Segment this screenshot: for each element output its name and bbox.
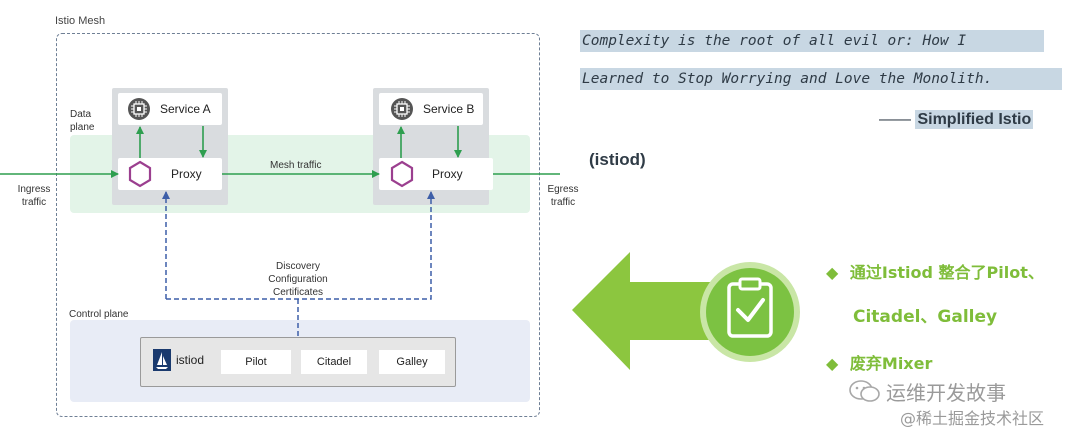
- wechat-icon: [849, 380, 880, 402]
- left-arrow-shape: [572, 252, 768, 370]
- mesh-traffic-label: Mesh traffic: [270, 160, 322, 171]
- control-flow-label: Discovery Configuration Certificates: [268, 261, 328, 298]
- big-arrow-graphic: [572, 252, 800, 370]
- data-plane-label: Data plane: [70, 109, 95, 133]
- istiod-label: istiod: [176, 353, 205, 367]
- attribution-dash: ——: [879, 111, 911, 128]
- proxy-a-label: Proxy: [171, 167, 202, 181]
- ingress-label: Ingress traffic: [17, 184, 51, 208]
- citadel-chip: Citadel: [301, 350, 367, 374]
- control-to-proxy-b-line: [166, 191, 435, 300]
- sail-icon: [153, 349, 171, 371]
- hexagon-icon-b: [390, 160, 414, 188]
- quote-line-2: Learned to Stop Worrying and Love the Mo…: [580, 68, 1062, 90]
- attribution: —— Simplified Istio: [879, 110, 1034, 129]
- control-plane-label: Control plane: [69, 309, 129, 320]
- quote-line-1: Complexity is the root of all evil or: H…: [580, 30, 1044, 52]
- bullet-1: ◆ 通过Istiod 整合了Pilot、: [826, 259, 1044, 283]
- istio-mesh-label: Istio Mesh: [55, 15, 106, 27]
- egress-label: Egress traffic: [547, 184, 579, 208]
- pilot-chip: Pilot: [221, 350, 291, 374]
- watermark-line-2: @稀土掘金技术社区: [900, 409, 1045, 428]
- bullet-1-line-2: Citadel、Galley: [853, 307, 998, 327]
- bullet-marker-2: ◆: [826, 354, 839, 373]
- proxy-a-card: [118, 158, 222, 190]
- bullet-1-line-1: 通过Istiod 整合了Pilot、: [849, 263, 1044, 282]
- bullet-2-text: 废弃Mixer: [849, 354, 933, 373]
- attribution-sub: (istiod): [589, 150, 646, 169]
- istio-mesh-boundary: [56, 33, 540, 417]
- proxy-b-label: Proxy: [432, 167, 463, 181]
- service-a-label: Service A: [160, 102, 211, 116]
- service-b-label: Service B: [423, 102, 475, 116]
- clipboard-check-icon: [727, 277, 773, 338]
- diagram-connectors: [0, 98, 560, 337]
- chip-icon-a: [128, 98, 150, 120]
- attribution-title: Simplified Istio: [915, 110, 1034, 129]
- hexagon-icon-a: [128, 160, 152, 188]
- watermark-line-1: 运维开发故事: [886, 381, 1006, 405]
- bullet-marker-1: ◆: [826, 263, 839, 282]
- galley-chip: Galley: [379, 350, 445, 374]
- chip-icon-b: [391, 98, 413, 120]
- bullet-2: ◆ 废弃Mixer: [826, 350, 932, 374]
